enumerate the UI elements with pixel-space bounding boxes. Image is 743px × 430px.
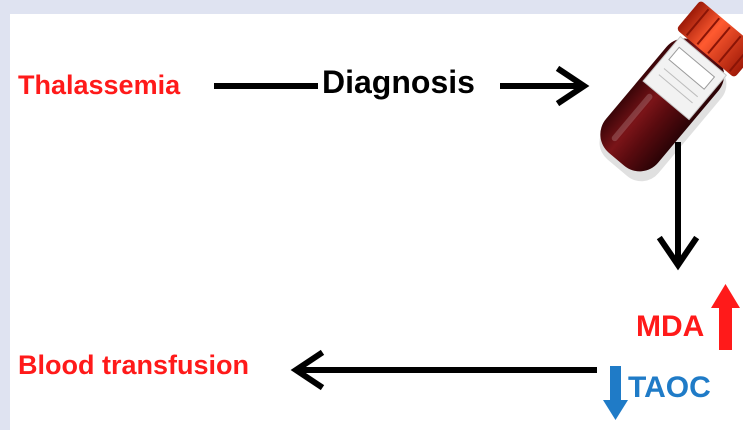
diagram-panel [10, 14, 743, 430]
node-thalassemia: Thalassemia [18, 70, 181, 100]
arrow-markers-to-transfusion [290, 349, 597, 391]
node-mda: MDA [636, 310, 705, 343]
arrow-tube-to-markers [656, 142, 700, 271]
node-taoc: TAOC [628, 371, 711, 404]
node-blood-transfusion: Blood transfusion [18, 350, 249, 380]
up-arrow-icon [711, 284, 740, 350]
down-arrow-icon [603, 366, 628, 420]
arrow-diagnosis-to-tube [500, 65, 590, 107]
node-diagnosis: Diagnosis [322, 64, 475, 100]
blood-sample-tube-icon [599, 1, 743, 182]
